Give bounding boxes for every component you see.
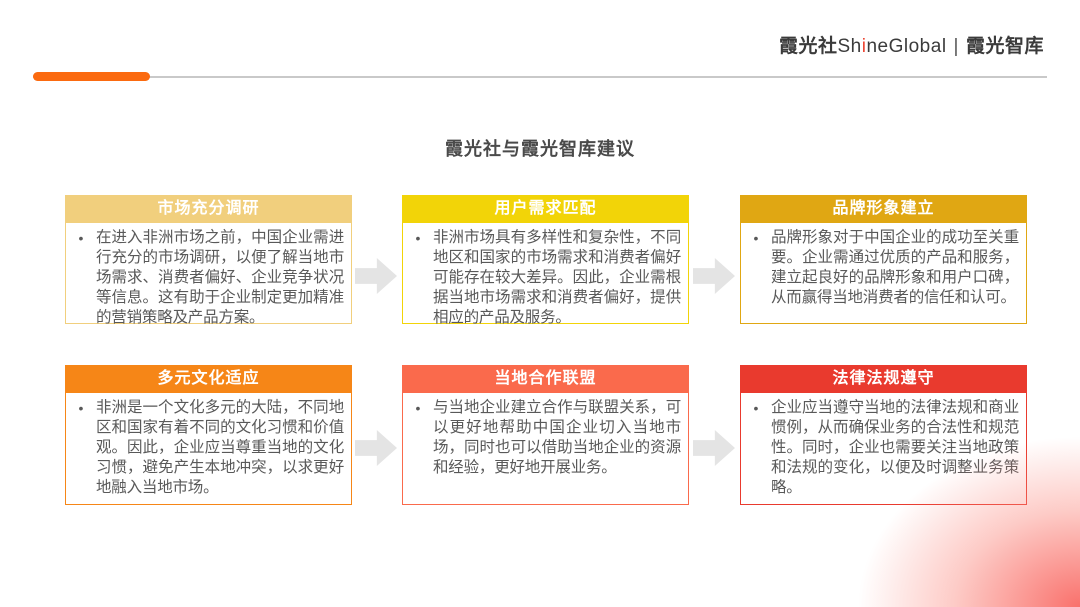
bullet-marker: • (78, 400, 84, 416)
card-text: 与当地企业建立合作与联盟关系，可以更好地帮助中国企业切入当地市场，同时也可以借助… (433, 399, 681, 476)
card-text: 品牌形象对于中国企业的成功至关重要。企业需通过优质的产品和服务，建立起良好的品牌… (771, 229, 1019, 306)
card-body: • 非洲市场具有多样性和复杂性，不同地区和国家的市场需求和消费者偏好可能存在较大… (402, 222, 689, 326)
brand-red-i: i (861, 36, 867, 57)
bullet-marker: • (415, 230, 421, 246)
arrow-right-icon (355, 258, 397, 294)
card-body: • 在进入非洲市场之前，中国企业需进行充分的市场调研，以便了解当地市场需求、消费… (65, 222, 352, 326)
arrow-right-icon (693, 430, 735, 466)
card-legal-compliance: 法律法规遵守 • 企业应当遵守当地的法律法规和商业惯例，从而确保业务的合法性和规… (740, 365, 1027, 505)
card-header: 多元文化适应 (65, 365, 352, 392)
arrow-right-icon (693, 258, 735, 294)
card-culture-adaptation: 多元文化适应 • 非洲是一个文化多元的大陆，不同地区和国家有着不同的文化习惯和价… (65, 365, 352, 505)
card-text: 在进入非洲市场之前，中国企业需进行充分的市场调研，以便了解当地市场需求、消费者偏… (96, 229, 344, 326)
card-header: 品牌形象建立 (740, 195, 1027, 222)
card-local-alliance: 当地合作联盟 • 与当地企业建立合作与联盟关系，可以更好地帮助中国企业切入当地市… (402, 365, 689, 505)
card-body: • 与当地企业建立合作与联盟关系，可以更好地帮助中国企业切入当地市场，同时也可以… (402, 392, 689, 505)
brand-en: ShineGlobal (837, 36, 947, 57)
brand-separator: | (953, 36, 959, 57)
card-market-research: 市场充分调研 • 在进入非洲市场之前，中国企业需进行充分的市场调研，以便了解当地… (65, 195, 352, 326)
brand-logo: 霞光社ShineGlobal | 霞光智库 (779, 31, 1044, 58)
page-title: 霞光社与霞光智库建议 (445, 139, 635, 159)
card-body: • 品牌形象对于中国企业的成功至关重要。企业需通过优质的产品和服务，建立起良好的… (740, 222, 1027, 324)
card-brand-image: 品牌形象建立 • 品牌形象对于中国企业的成功至关重要。企业需通过优质的产品和服务… (740, 195, 1027, 324)
bullet-marker: • (753, 400, 759, 416)
card-header: 市场充分调研 (65, 195, 352, 222)
card-text: 非洲是一个文化多元的大陆，不同地区和国家有着不同的文化习惯和价值观。因此，企业应… (96, 399, 344, 496)
card-header: 当地合作联盟 (402, 365, 689, 392)
header-accent-bar (33, 72, 150, 81)
bullet-marker: • (78, 230, 84, 246)
card-text: 非洲市场具有多样性和复杂性，不同地区和国家的市场需求和消费者偏好可能存在较大差异… (433, 229, 681, 326)
card-body: • 非洲是一个文化多元的大陆，不同地区和国家有着不同的文化习惯和价值观。因此，企… (65, 392, 352, 505)
card-header: 法律法规遵守 (740, 365, 1027, 392)
card-text: 企业应当遵守当地的法律法规和商业惯例，从而确保业务的合法性和规范性。同时，企业也… (771, 399, 1019, 496)
bullet-marker: • (415, 400, 421, 416)
brand-cn: 霞光社 (778, 36, 838, 57)
card-header: 用户需求匹配 (402, 195, 689, 222)
card-body: • 企业应当遵守当地的法律法规和商业惯例，从而确保业务的合法性和规范性。同时，企… (740, 392, 1027, 505)
arrow-right-icon (355, 430, 397, 466)
brand-suffix: 霞光智库 (965, 36, 1044, 57)
header-divider (33, 76, 1047, 78)
bullet-marker: • (753, 230, 759, 246)
card-user-demand: 用户需求匹配 • 非洲市场具有多样性和复杂性，不同地区和国家的市场需求和消费者偏… (402, 195, 689, 326)
